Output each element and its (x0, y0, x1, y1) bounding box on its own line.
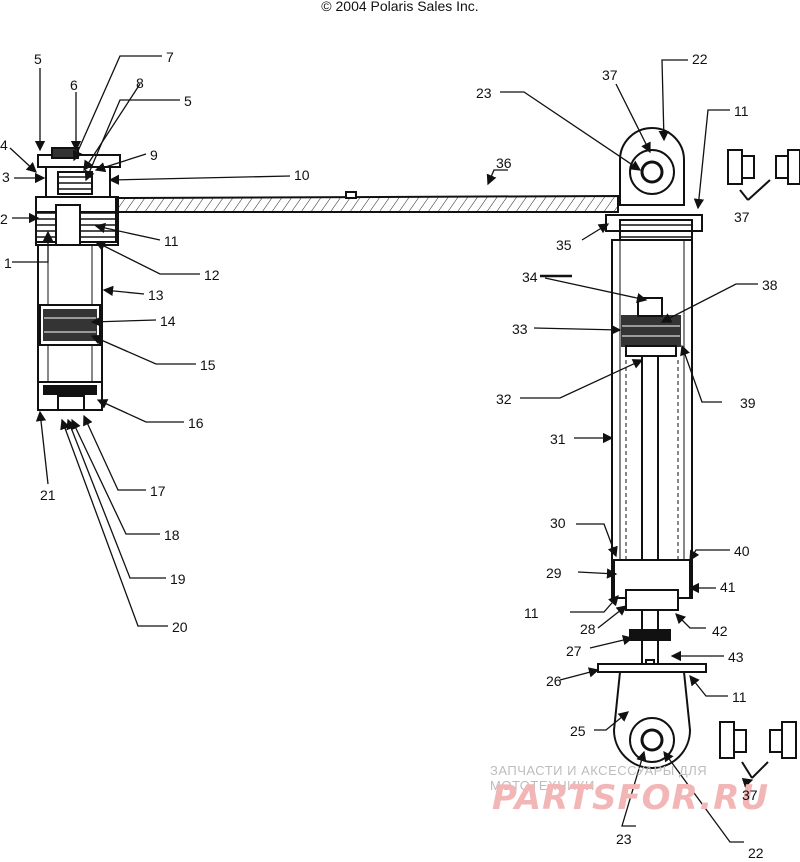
callout-label: 22 (692, 51, 708, 67)
callout-label: 25 (570, 723, 586, 739)
callout-label: 7 (166, 49, 174, 65)
callout-label: 5 (34, 51, 42, 67)
callout-label: 23 (616, 831, 632, 847)
callout-label: 20 (172, 619, 188, 635)
callout-label: 6 (70, 77, 78, 93)
callout-label: 8 (136, 75, 144, 91)
shock-body-assembly (597, 127, 707, 769)
callout-label: 11 (732, 689, 747, 705)
callout-label: 2 (0, 211, 8, 227)
bushing-set-bottom (719, 721, 797, 779)
callout-leaders (9, 55, 758, 843)
callout-label: 9 (150, 147, 158, 163)
callout-label: 32 (496, 391, 512, 407)
callout-label: 17 (150, 483, 166, 499)
reservoir-assembly (35, 147, 121, 411)
callout-label: 23 (476, 85, 492, 101)
callout-label: 26 (546, 673, 562, 689)
callout-label: 11 (164, 233, 179, 249)
callout-label: 31 (550, 431, 566, 447)
callout-label: 30 (550, 515, 566, 531)
callout-label: 11 (734, 103, 749, 119)
watermark-tagline: ЗАПЧАСТИ И АКСЕССУАРЫ ДЛЯ МОТОТЕХНИКИ (490, 763, 708, 793)
callout-label: 14 (160, 313, 176, 329)
callout-label: 3 (2, 169, 10, 185)
callout-label: 5 (184, 93, 192, 109)
callout-label: 15 (200, 357, 216, 373)
callout-numbers: 5 6 7 8 5 4 3 9 10 2 11 1 12 13 14 15 16… (0, 49, 778, 861)
callout-label: 21 (40, 487, 56, 503)
callout-label: 42 (712, 623, 728, 639)
callout-label: 22 (748, 845, 764, 861)
callout-label: 29 (546, 565, 562, 581)
callout-label: 43 (728, 649, 744, 665)
callout-label: 16 (188, 415, 204, 431)
callout-label: 37 (734, 209, 750, 225)
callout-label: 38 (762, 277, 778, 293)
callout-label: 18 (164, 527, 180, 543)
callout-label: 1 (4, 255, 12, 271)
hose (115, 191, 619, 213)
callout-label: 33 (512, 321, 528, 337)
callout-label: 39 (740, 395, 756, 411)
callout-label: 41 (720, 579, 736, 595)
callout-label: 34 (522, 269, 538, 285)
copyright-text: © 2004 Polaris Sales Inc. (321, 0, 479, 14)
callout-label: 11 (524, 605, 539, 621)
callout-label: 13 (148, 287, 164, 303)
callout-label: 35 (556, 237, 572, 253)
bushing-set-top (727, 149, 800, 201)
callout-label: 12 (204, 267, 220, 283)
callout-label: 19 (170, 571, 186, 587)
callout-label: 28 (580, 621, 596, 637)
callout-label: 4 (0, 137, 8, 153)
watermark-logo: PARTSFOR.RU (492, 778, 770, 818)
callout-label: 37 (602, 67, 618, 83)
callout-label: 40 (734, 543, 750, 559)
callout-label: 10 (294, 167, 310, 183)
callout-label: 27 (566, 643, 582, 659)
callout-label: 36 (496, 155, 512, 171)
